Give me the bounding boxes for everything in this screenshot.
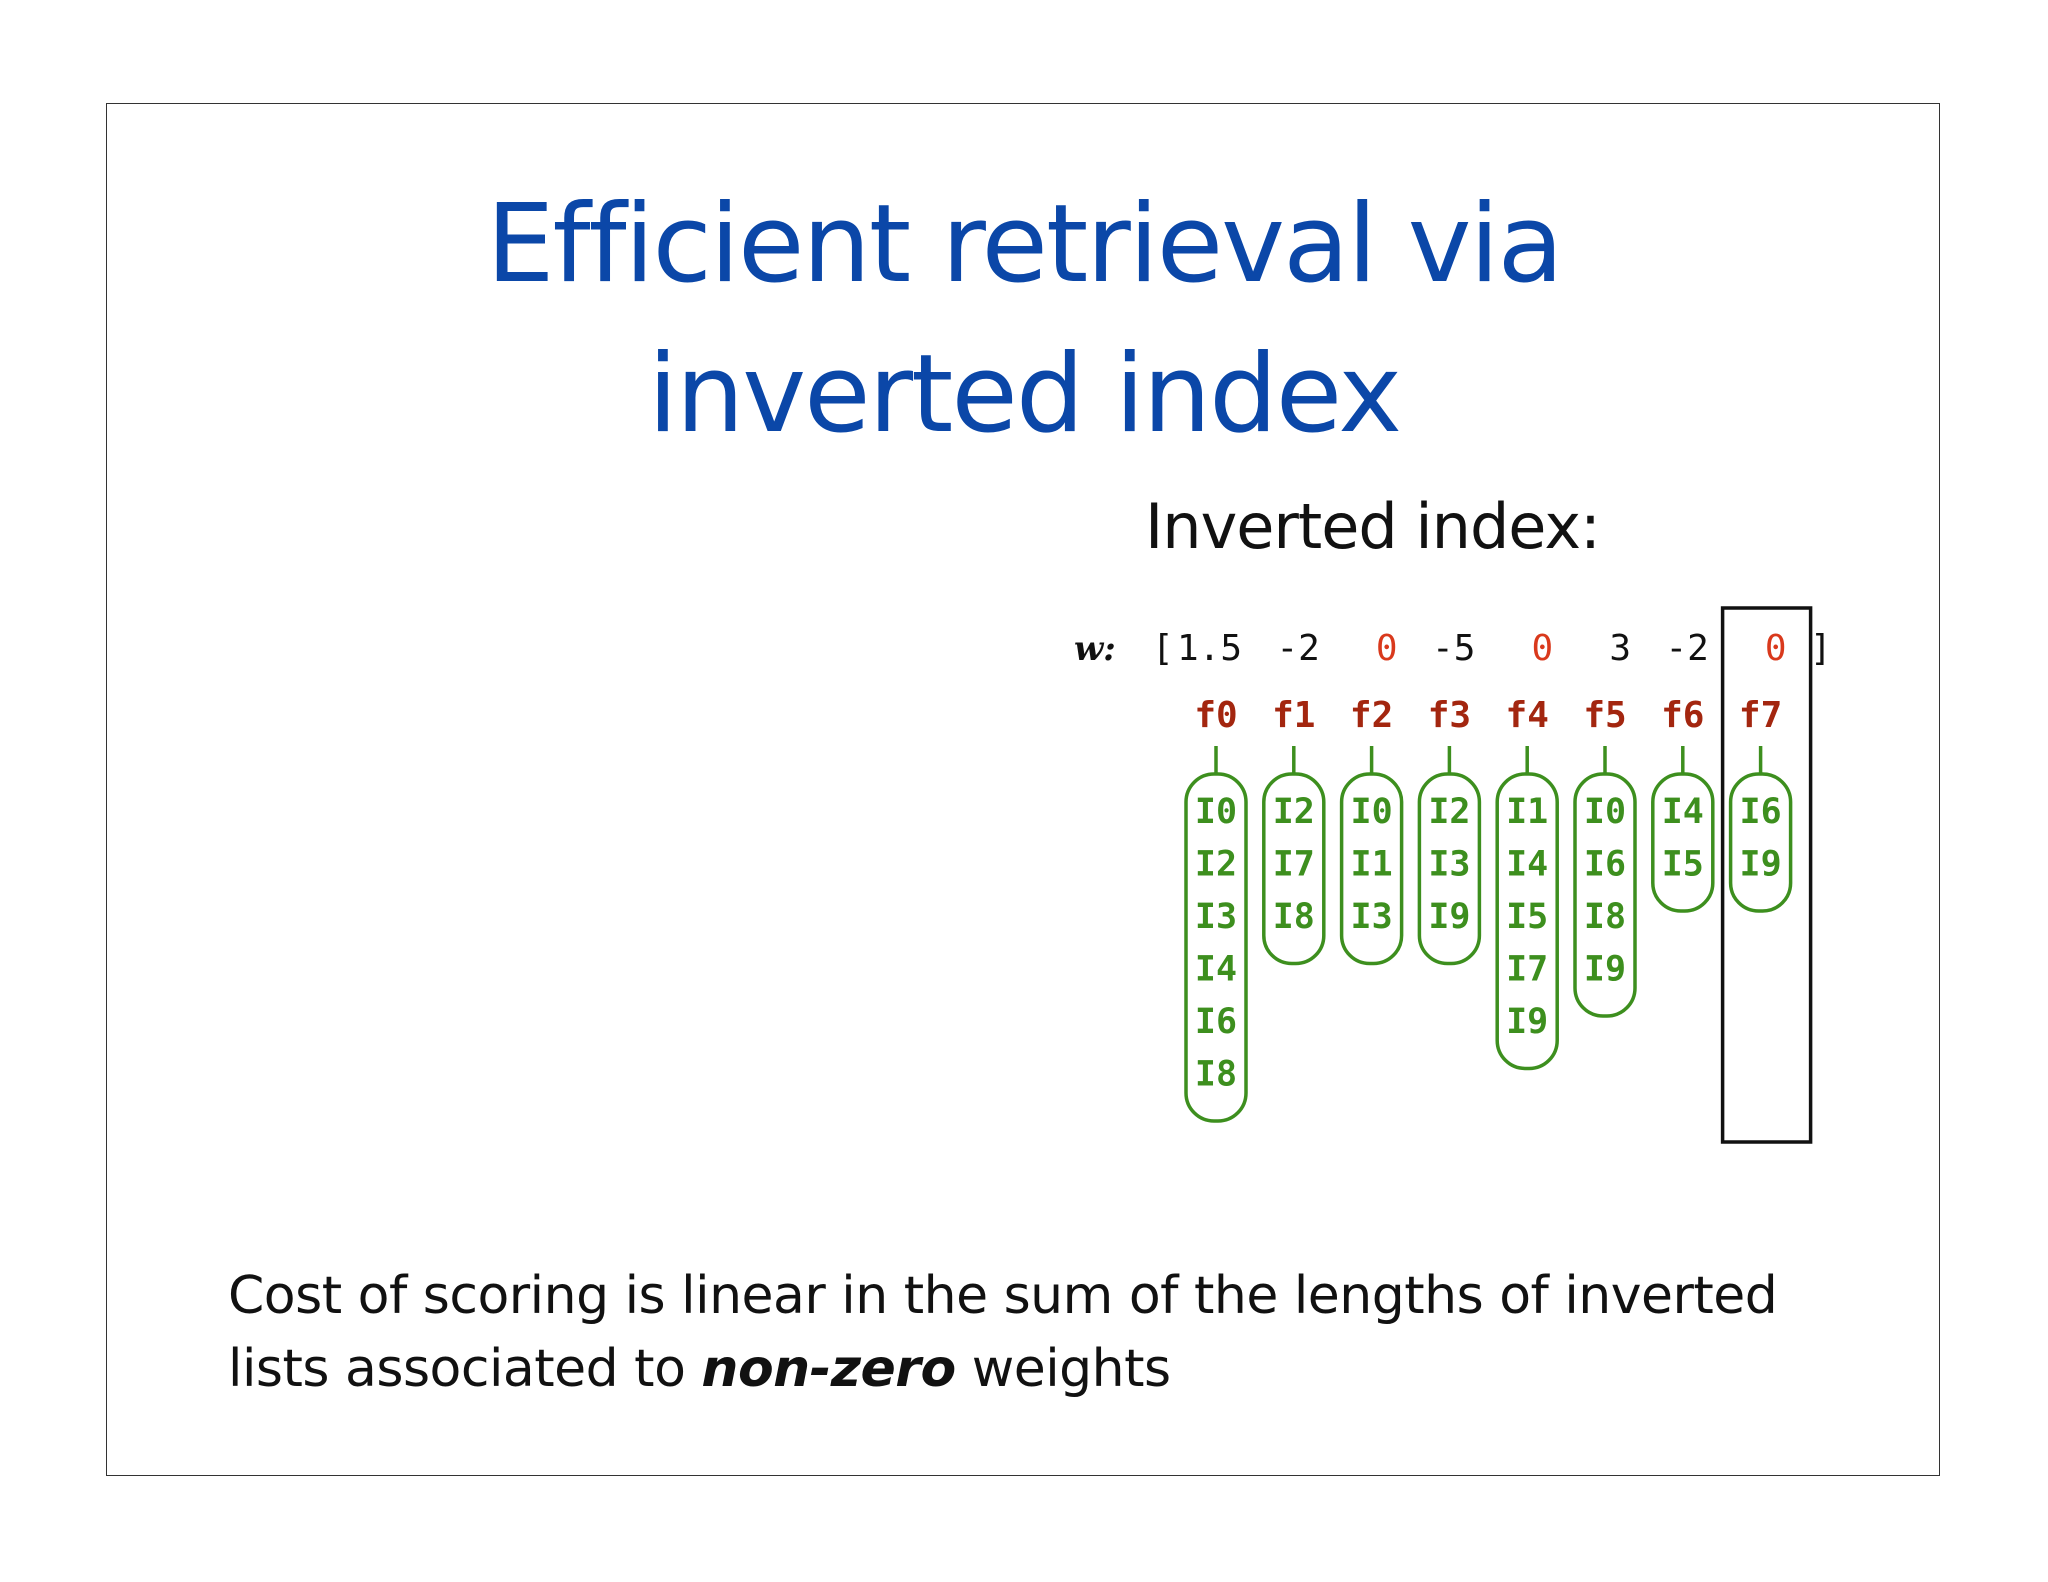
posting-list-item: I2 — [1273, 792, 1315, 832]
feature-label: f0 — [1194, 695, 1237, 736]
slide-title: Efficient retrieval via inverted index — [0, 170, 2048, 470]
weight-value: 0 — [1765, 628, 1787, 669]
caption-text: Cost of scoring is linear in the sum of … — [228, 1266, 1778, 1399]
posting-list-item: I9 — [1740, 845, 1782, 885]
feature-label: f1 — [1272, 695, 1315, 736]
weight-value: -2 — [1665, 628, 1708, 669]
feature-label: f7 — [1739, 695, 1782, 736]
posting-list-item: I3 — [1195, 897, 1237, 937]
posting-list-item: I1 — [1351, 845, 1393, 885]
feature-label: f4 — [1506, 695, 1549, 736]
caption: Cost of scoring is linear in the sum of … — [228, 1260, 1868, 1406]
title-line-1: Efficient retrieval via — [486, 182, 1563, 307]
posting-list-item: I2 — [1428, 792, 1470, 832]
posting-list-item: I4 — [1662, 792, 1704, 832]
weight-value: -5 — [1432, 628, 1475, 669]
posting-list-item: I8 — [1195, 1055, 1237, 1095]
feature-label: f6 — [1661, 695, 1704, 736]
slide-frame — [106, 103, 1940, 1476]
open-bracket: [ — [1152, 628, 1174, 669]
weight-value: 3 — [1609, 628, 1631, 669]
posting-list-item: I4 — [1506, 845, 1548, 885]
posting-list-item: I0 — [1584, 792, 1626, 832]
posting-list-box — [1651, 772, 1715, 913]
posting-list-item: I3 — [1351, 897, 1393, 937]
posting-list-box — [1495, 772, 1559, 1071]
posting-list-item: I4 — [1195, 950, 1237, 990]
feature-label: f3 — [1428, 695, 1471, 736]
posting-list-item: I6 — [1740, 792, 1782, 832]
weight-value: 0 — [1376, 628, 1398, 669]
highlight-box — [1720, 606, 1813, 1144]
posting-list-item: I9 — [1584, 950, 1626, 990]
posting-list-item: I3 — [1428, 845, 1470, 885]
feature-label: f5 — [1583, 695, 1626, 736]
posting-list-item: I9 — [1428, 897, 1470, 937]
weight-value: -2 — [1276, 628, 1319, 669]
weight-vector-label: w: — [1074, 629, 1116, 669]
posting-list-item: I6 — [1584, 845, 1626, 885]
posting-list-box — [1573, 772, 1637, 1018]
posting-list-item: I5 — [1662, 845, 1704, 885]
weight-value: 0 — [1532, 628, 1554, 669]
posting-list-item: I0 — [1195, 792, 1237, 832]
posting-list-box — [1728, 772, 1793, 913]
title-line-2: inverted index — [647, 332, 1402, 457]
caption-emphasis: non-zero — [701, 1339, 956, 1399]
posting-list-box — [1339, 772, 1404, 966]
posting-list-item: I6 — [1195, 1002, 1237, 1042]
posting-list-box — [1262, 772, 1326, 966]
close-bracket: ] — [1810, 628, 1832, 669]
posting-list-item: I7 — [1506, 950, 1548, 990]
posting-list-box — [1184, 772, 1248, 1123]
posting-list-item: I5 — [1506, 897, 1548, 937]
posting-list-item: I0 — [1351, 792, 1393, 832]
posting-list-item: I7 — [1273, 845, 1315, 885]
posting-list-box — [1417, 772, 1482, 966]
posting-list-item: I2 — [1195, 845, 1237, 885]
caption-tail: weights — [955, 1339, 1171, 1399]
posting-list-item: I8 — [1584, 897, 1626, 937]
weight-value: 1.5 — [1177, 628, 1242, 669]
posting-list-item: I1 — [1506, 792, 1548, 832]
inverted-index-heading: Inverted index: — [1145, 490, 1601, 563]
feature-label: f2 — [1350, 695, 1393, 736]
posting-list-item: I8 — [1273, 897, 1315, 937]
posting-list-item: I9 — [1506, 1002, 1548, 1042]
